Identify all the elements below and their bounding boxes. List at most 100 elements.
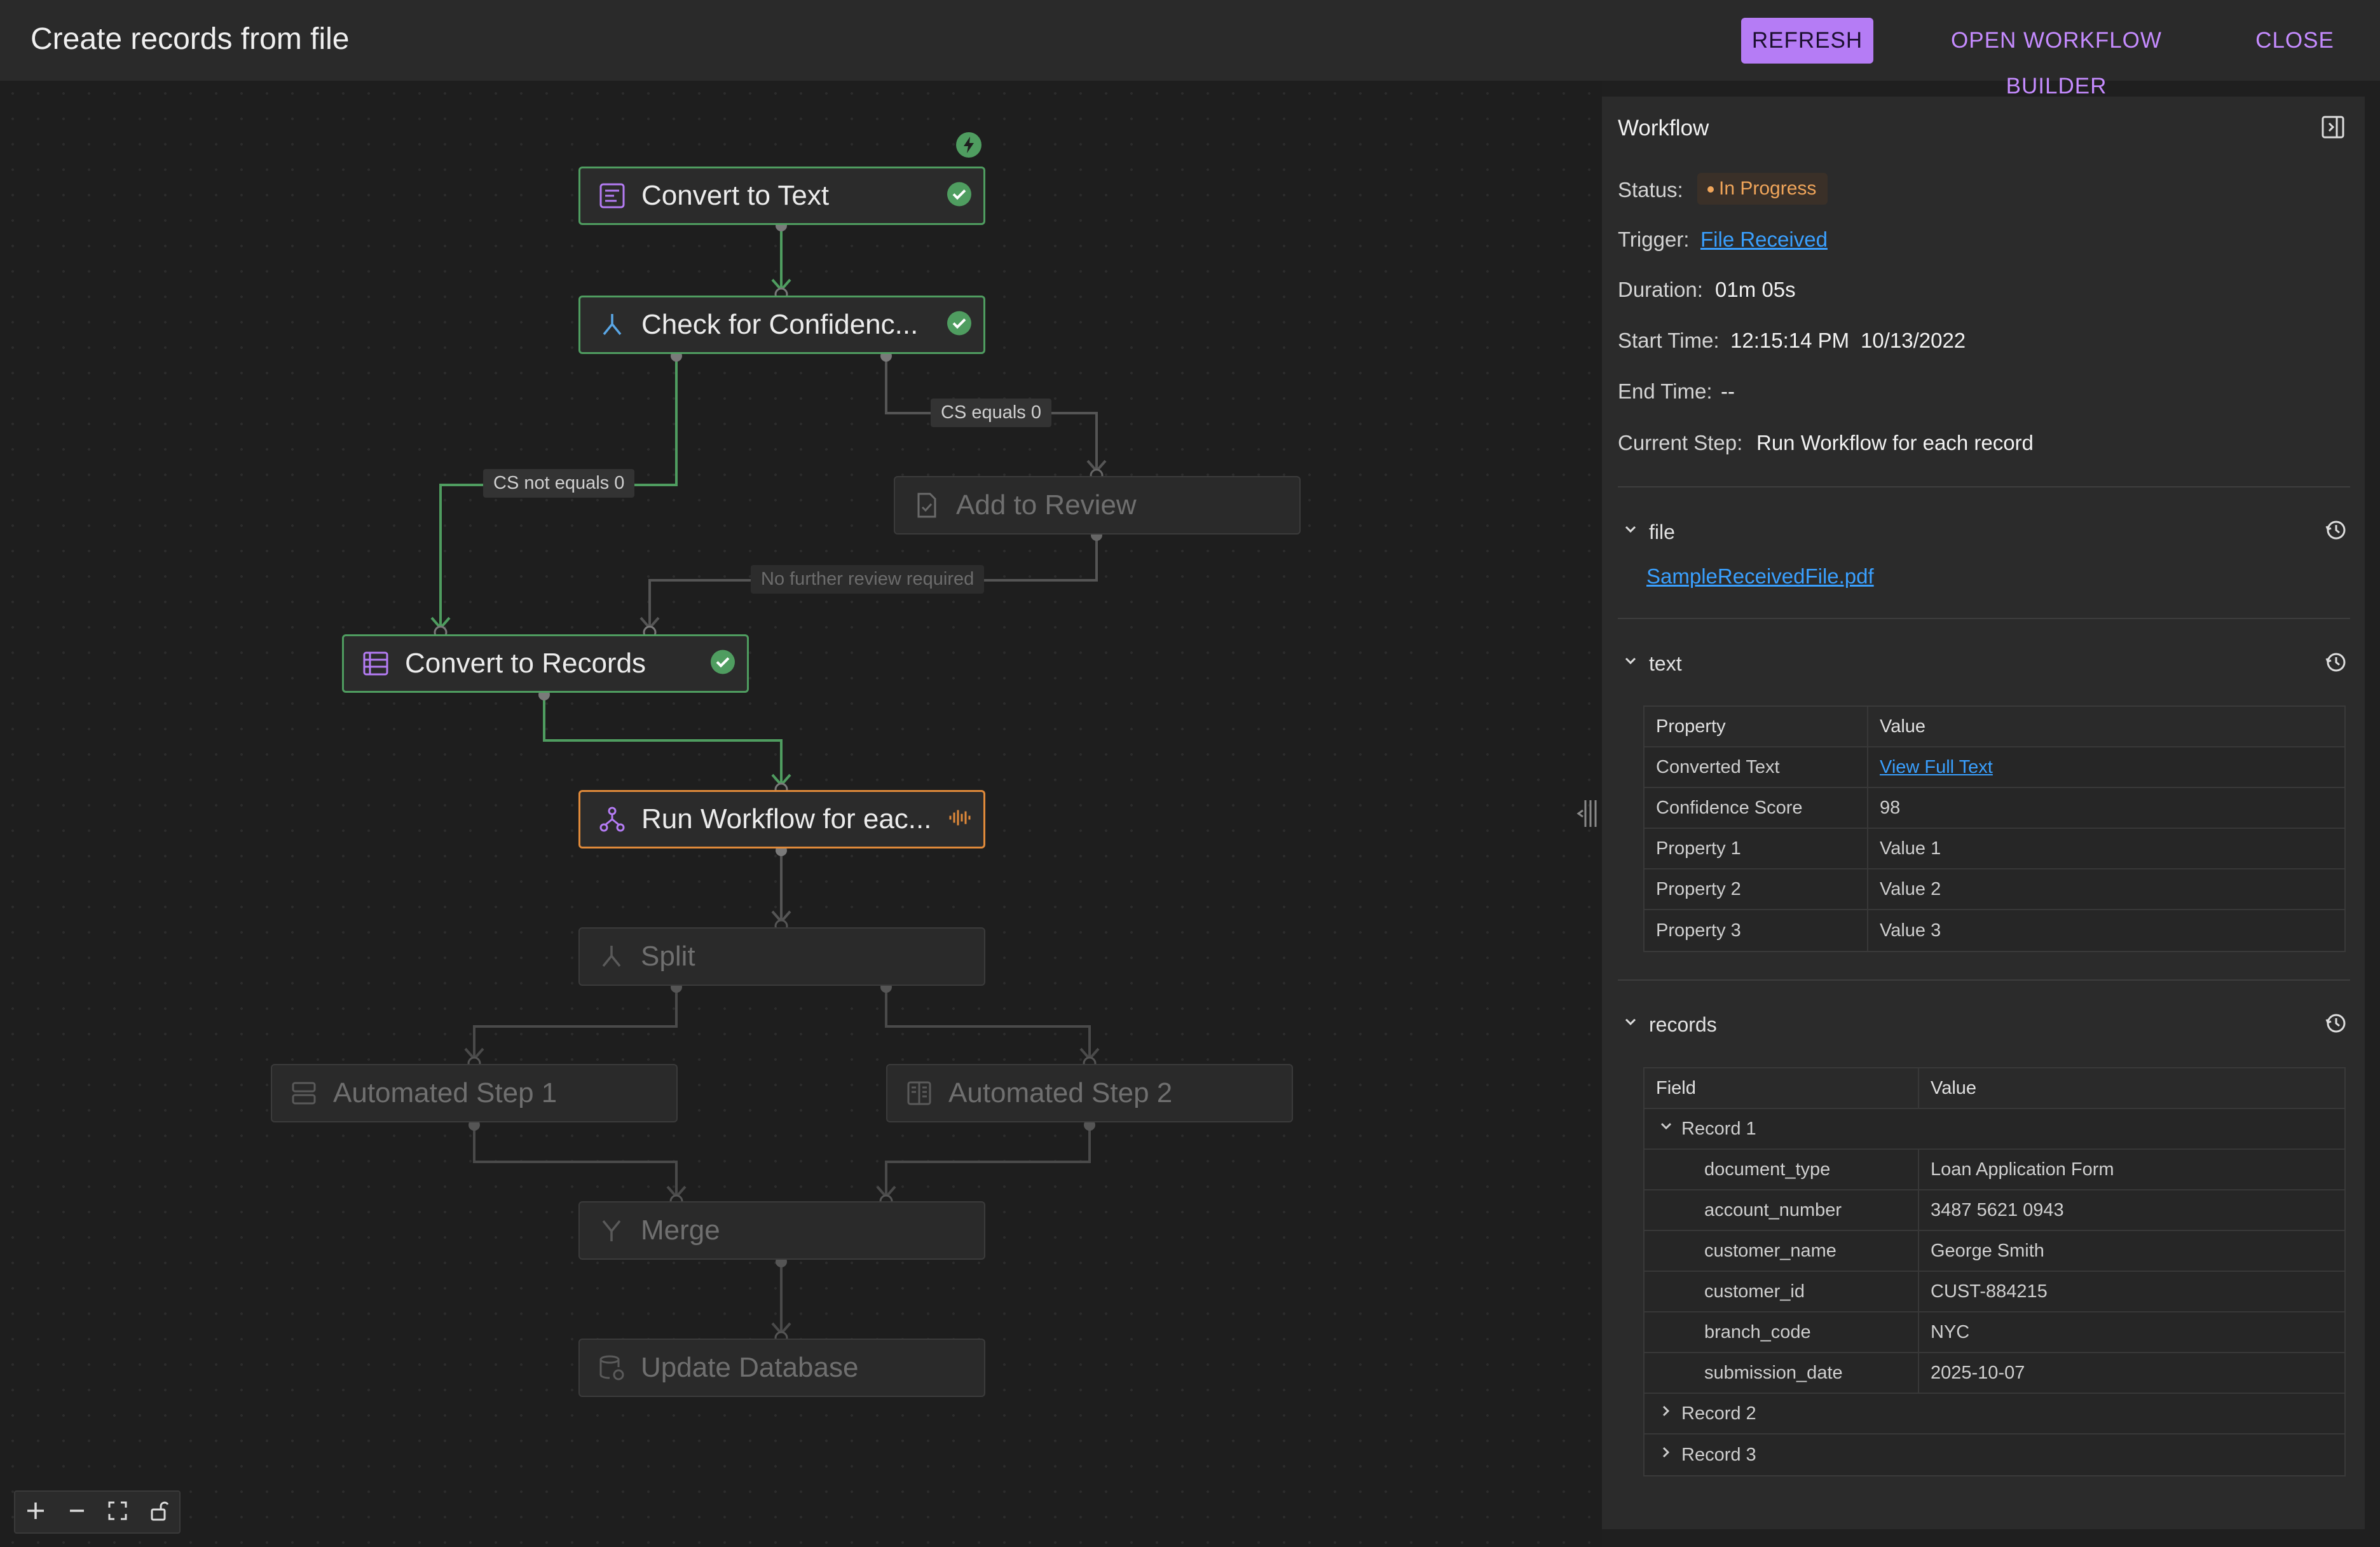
node-merge[interactable]: Merge bbox=[578, 1201, 985, 1260]
table-header-row: Property Value bbox=[1645, 707, 2344, 747]
value-cell: Value 1 bbox=[1880, 838, 1941, 859]
node-check-for-confidence[interactable]: Check for Confidenc... bbox=[578, 296, 985, 354]
field-cell: branch_code bbox=[1645, 1312, 1919, 1352]
book-columns-icon bbox=[903, 1077, 936, 1110]
records-section-toggle[interactable]: records bbox=[1621, 1012, 1717, 1037]
current-step-value: Run Workflow for each record bbox=[1756, 431, 2034, 454]
node-automated-step-2[interactable]: Automated Step 2 bbox=[886, 1064, 1293, 1122]
divider bbox=[1618, 979, 2350, 981]
file-link[interactable]: SampleReceivedFile.pdf bbox=[1646, 564, 1874, 588]
records-table: Field Value Record 1 document_type Loan … bbox=[1643, 1067, 2346, 1476]
table-row: document_type Loan Application Form bbox=[1645, 1150, 2344, 1190]
zoom-in-icon[interactable] bbox=[24, 1499, 48, 1526]
close-button[interactable]: CLOSE bbox=[2255, 28, 2334, 53]
node-add-to-review[interactable]: Add to Review bbox=[894, 476, 1301, 535]
edge-label-cs-not-equals: CS not equals 0 bbox=[483, 469, 635, 498]
field-cell: customer_name bbox=[1645, 1231, 1919, 1271]
node-label: Run Workflow for eac... bbox=[641, 803, 932, 835]
refresh-button[interactable]: REFRESH bbox=[1741, 18, 1873, 64]
status-dot-icon bbox=[1707, 186, 1714, 193]
history-icon[interactable] bbox=[2325, 1012, 2348, 1038]
trigger-link[interactable]: File Received bbox=[1700, 228, 1828, 251]
split-branch-icon bbox=[595, 940, 628, 973]
divider bbox=[1618, 486, 2350, 487]
table-row: account_number 3487 5621 0943 bbox=[1645, 1190, 2344, 1231]
activity-wave-icon bbox=[947, 805, 972, 834]
history-icon[interactable] bbox=[2325, 519, 2348, 545]
status-badge: In Progress bbox=[1697, 173, 1828, 205]
table-row: Property 1 Value 1 bbox=[1645, 829, 2344, 869]
lightning-icon bbox=[955, 132, 982, 158]
chevron-right-icon bbox=[1657, 1402, 1675, 1425]
edge-label-no-further-review: No further review required bbox=[751, 565, 985, 594]
check-circle-icon bbox=[710, 650, 735, 678]
value-cell: CUST-884215 bbox=[1931, 1281, 2048, 1302]
field-cell: document_type bbox=[1645, 1150, 1919, 1189]
value-cell: 98 bbox=[1880, 797, 1901, 818]
text-section-title: text bbox=[1649, 651, 1682, 675]
trigger-label: Trigger: bbox=[1618, 228, 1690, 251]
chevron-down-icon bbox=[1621, 1012, 1640, 1037]
node-label: Add to Review bbox=[956, 489, 1137, 521]
subworkflow-icon bbox=[596, 803, 629, 836]
panel-resize-handle[interactable] bbox=[1576, 796, 1602, 834]
node-label: Convert to Records bbox=[405, 648, 646, 679]
node-label: Convert to Text bbox=[641, 180, 830, 211]
field-cell: submission_date bbox=[1645, 1353, 1919, 1393]
table-row: customer_id CUST-884215 bbox=[1645, 1272, 2344, 1312]
table-row: Property 2 Value 2 bbox=[1645, 869, 2344, 910]
node-convert-to-text[interactable]: Convert to Text bbox=[578, 167, 985, 225]
merge-icon bbox=[595, 1214, 628, 1247]
start-time-label: Start Time: bbox=[1618, 329, 1720, 352]
records-section-title: records bbox=[1649, 1012, 1717, 1036]
status-value: In Progress bbox=[1719, 178, 1817, 199]
edge-label-cs-equals: CS equals 0 bbox=[931, 399, 1051, 427]
property-cell: Property 1 bbox=[1645, 829, 1868, 868]
chevron-down-icon bbox=[1621, 520, 1640, 544]
zoom-out-icon[interactable] bbox=[65, 1499, 89, 1526]
node-split[interactable]: Split bbox=[578, 927, 985, 986]
history-icon[interactable] bbox=[2325, 651, 2348, 677]
node-convert-to-records[interactable]: Convert to Records bbox=[342, 634, 749, 693]
status-label: Status: bbox=[1618, 178, 1683, 201]
lock-icon[interactable] bbox=[147, 1499, 171, 1526]
record-group-row[interactable]: Record 1 bbox=[1645, 1109, 2344, 1150]
split-branch-icon bbox=[596, 308, 629, 341]
text-properties-table: Property Value Converted Text View Full … bbox=[1643, 705, 2346, 952]
node-update-database[interactable]: Update Database bbox=[578, 1339, 985, 1397]
current-step-label: Current Step: bbox=[1618, 431, 1743, 454]
record-label: Record 3 bbox=[1681, 1444, 1756, 1465]
value-cell: NYC bbox=[1931, 1321, 1970, 1342]
node-label: Automated Step 1 bbox=[333, 1077, 557, 1108]
file-section-toggle[interactable]: file bbox=[1621, 520, 1675, 544]
fit-view-icon[interactable] bbox=[106, 1499, 130, 1526]
divider bbox=[1618, 618, 2350, 619]
page-title: Create records from file bbox=[31, 22, 350, 56]
node-run-workflow-for-each[interactable]: Run Workflow for eac... bbox=[578, 790, 985, 848]
panel-title: Workflow bbox=[1618, 116, 1709, 140]
text-section-toggle[interactable]: text bbox=[1621, 651, 1682, 676]
table-header-row: Field Value bbox=[1645, 1068, 2344, 1109]
table-row: branch_code NYC bbox=[1645, 1312, 2344, 1353]
record-group-row[interactable]: Record 3 bbox=[1645, 1435, 2344, 1475]
records-list-icon bbox=[359, 647, 392, 680]
server-stack-icon bbox=[287, 1077, 320, 1110]
column-header: Property bbox=[1645, 707, 1868, 746]
column-header: Value bbox=[1931, 1077, 1977, 1098]
collapse-panel-icon[interactable] bbox=[2320, 114, 2346, 143]
record-label: Record 1 bbox=[1681, 1118, 1756, 1139]
view-full-text-link[interactable]: View Full Text bbox=[1880, 756, 1993, 777]
check-circle-icon bbox=[947, 311, 972, 339]
database-icon bbox=[595, 1351, 628, 1384]
field-cell: customer_id bbox=[1645, 1272, 1919, 1311]
start-date-value: 10/13/2022 bbox=[1861, 329, 1966, 352]
value-cell: Loan Application Form bbox=[1931, 1159, 2114, 1180]
chevron-right-icon bbox=[1657, 1443, 1675, 1466]
node-label: Update Database bbox=[641, 1352, 859, 1383]
top-bar: Create records from file REFRESH OPEN WO… bbox=[0, 0, 2380, 99]
record-group-row[interactable]: Record 2 bbox=[1645, 1394, 2344, 1435]
text-document-icon bbox=[596, 179, 629, 212]
node-automated-step-1[interactable]: Automated Step 1 bbox=[271, 1064, 678, 1122]
open-workflow-builder-button[interactable]: OPEN WORKFLOW BUILDER bbox=[1951, 28, 2162, 99]
review-document-icon bbox=[910, 489, 943, 522]
